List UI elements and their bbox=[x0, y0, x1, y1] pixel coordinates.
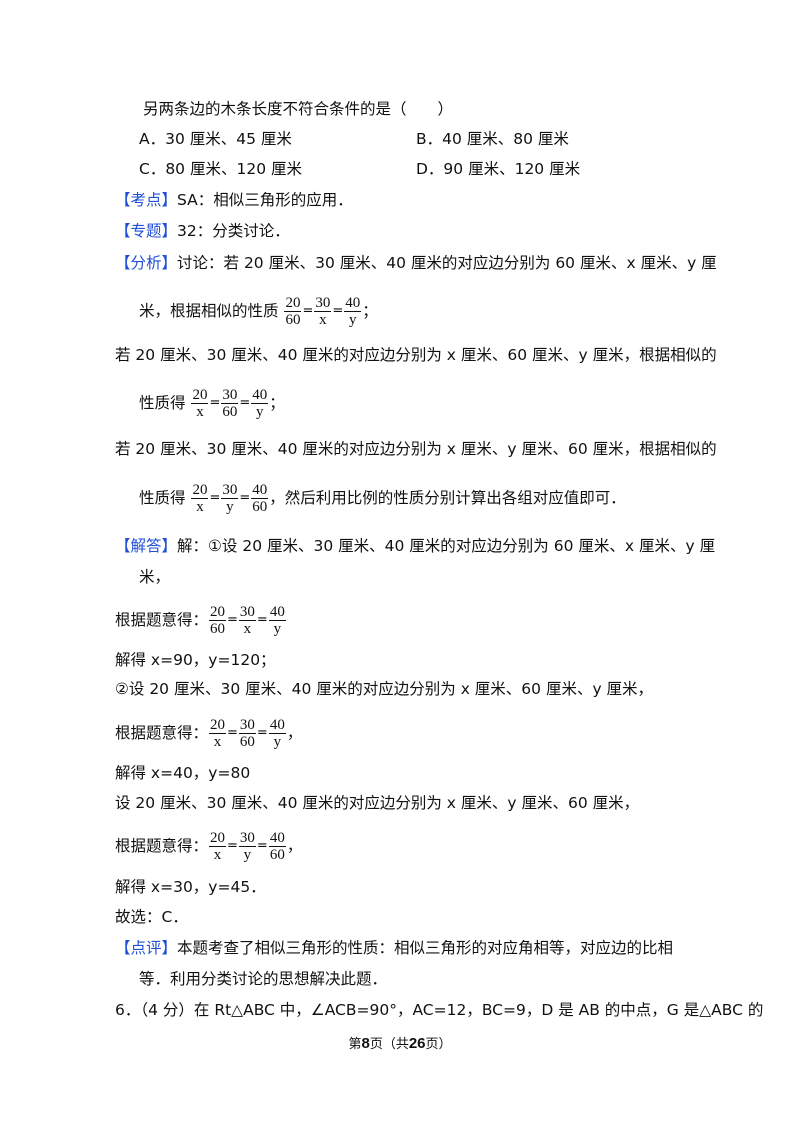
zhuanti-line: 【专题】32：分类讨论． bbox=[115, 220, 290, 242]
jieda-line-5: ②设 20 厘米、30 厘米、40 厘米的对应边分别为 x 厘米、60 厘米、y… bbox=[115, 680, 654, 698]
option-a: A．30 厘米、45 厘米 bbox=[139, 130, 292, 148]
dianping-line-1: 【点评】本题考查了相似三角形的性质：相似三角形的对应角相等，对应边的比相 bbox=[115, 937, 673, 959]
option-d: D．90 厘米、120 厘米 bbox=[416, 160, 581, 178]
jieda-line-10: 解得 x=30，y=45． bbox=[115, 878, 266, 896]
kaodian-line: 【考点】SA：相似三角形的应用． bbox=[115, 189, 353, 211]
next-question: 6．（4 分）在 Rt△ABC 中，∠ACB=90°，AC=12，BC=9，D … bbox=[115, 1001, 764, 1019]
jieda-line-11: 故选：C． bbox=[115, 908, 188, 926]
fenxi-line-5: 若 20 厘米、30 厘米、40 厘米的对应边分别为 x 厘米、y 厘米、60 … bbox=[115, 440, 717, 458]
fenxi-text-2: 米，根据相似的性质 bbox=[139, 302, 279, 320]
dianping-line-2: 等．利用分类讨论的思想解决此题． bbox=[139, 970, 388, 988]
jieda-line-4: 解得 x=90，y=120； bbox=[115, 651, 276, 669]
jieda-tag: 【解答】 bbox=[115, 537, 178, 555]
fenxi-text-1: 讨论：若 20 厘米、30 厘米、40 厘米的对应边分别为 60 厘米、x 厘米… bbox=[177, 254, 717, 272]
page-number: 8 bbox=[361, 1035, 370, 1052]
fenxi-text-4: 性质得 bbox=[139, 394, 186, 412]
option-c: C．80 厘米、120 厘米 bbox=[139, 160, 302, 178]
jieda-line-2: 米， bbox=[139, 568, 171, 586]
jieda-line-7: 解得 x=40，y=80 bbox=[115, 764, 251, 782]
question-tail: 另两条边的木条长度不符合条件的是（ ） bbox=[143, 100, 454, 118]
fenxi-line-3: 若 20 厘米、30 厘米、40 厘米的对应边分别为 x 厘米、60 厘米、y … bbox=[115, 346, 717, 364]
page-footer: 第8页（共26页） bbox=[348, 1035, 452, 1052]
kaodian-text: SA：相似三角形的应用． bbox=[177, 191, 353, 209]
jieda-line-8: 设 20 厘米、30 厘米、40 厘米的对应边分别为 x 厘米、y 厘米、60 … bbox=[115, 794, 640, 812]
page-total: 26 bbox=[408, 1035, 426, 1052]
zhuanti-tag: 【专题】 bbox=[115, 222, 178, 240]
option-b: B．40 厘米、80 厘米 bbox=[416, 130, 569, 148]
dianping-tag: 【点评】 bbox=[115, 939, 178, 957]
jieda-text-9: 根据题意得： bbox=[115, 837, 209, 855]
dianping-text-1: 本题考查了相似三角形的性质：相似三角形的对应角相等，对应边的比相 bbox=[177, 939, 674, 957]
fenxi-tag: 【分析】 bbox=[115, 254, 178, 272]
jieda-text-3: 根据题意得： bbox=[115, 611, 209, 629]
kaodian-tag: 【考点】 bbox=[115, 191, 178, 209]
fenxi-text-6: 性质得 bbox=[139, 489, 186, 507]
jieda-line-1: 【解答】解：①设 20 厘米、30 厘米、40 厘米的对应边分别为 60 厘米、… bbox=[115, 535, 715, 557]
jieda-text-1: 解：①设 20 厘米、30 厘米、40 厘米的对应边分别为 60 厘米、x 厘米… bbox=[177, 537, 716, 555]
jieda-text-6: 根据题意得： bbox=[115, 724, 209, 742]
zhuanti-text: 32：分类讨论． bbox=[177, 222, 290, 240]
fenxi-line-1: 【分析】讨论：若 20 厘米、30 厘米、40 厘米的对应边分别为 60 厘米、… bbox=[115, 252, 717, 274]
